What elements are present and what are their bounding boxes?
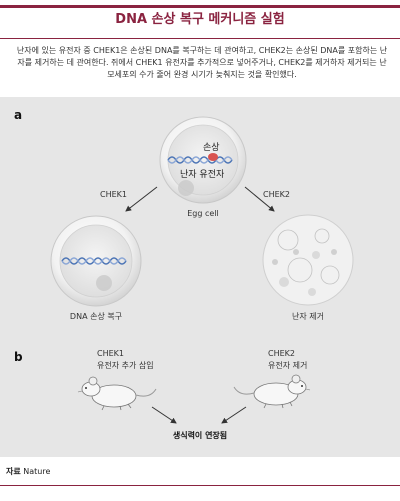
panel-b-letter: b [14, 350, 23, 364]
mouse-right-icon [233, 374, 311, 409]
chek2-arrow-label: CHEK2 [263, 190, 290, 199]
arrow-chek1 [125, 186, 158, 212]
egg-cell-label: Egg cell [187, 209, 219, 218]
gene-label: 난자 유전자 [180, 170, 225, 180]
result-repair-label: DNA 손상 복구 [69, 312, 123, 321]
damage-label: 손상 [203, 143, 220, 153]
panel-a-letter: a [14, 108, 23, 122]
arrow-mouse-right [221, 406, 247, 424]
mouse-left-label-action: 유전자 추가 삽입 [97, 361, 154, 370]
egg-cell [159, 116, 247, 204]
result-eliminate-label: 난자 제거 [292, 312, 324, 321]
repaired-cell [50, 215, 142, 307]
mouse-right-label-action: 유전자 제거 [268, 361, 308, 370]
repaired-dna-strand [61, 257, 127, 265]
source-credit: 자료 Nature [6, 466, 50, 477]
mouse-left-icon [77, 376, 157, 411]
eliminated-cell [262, 214, 354, 306]
bottom-rule [0, 485, 400, 486]
source-name: Nature [23, 467, 51, 476]
arrow-mouse-left [151, 406, 177, 424]
damage-spot-icon [208, 153, 218, 161]
title-bottom-rule [0, 38, 400, 39]
damaged-dna-strand [167, 153, 233, 164]
fertility-result-label: 생식력이 연장됨 [172, 431, 228, 440]
page-title: DNA 손상 복구 메커니즘 실험 [115, 12, 285, 27]
description-text: 난자에 있는 유전자 중 CHEK1은 손상된 DNA를 복구하는 데 관여하고… [16, 46, 388, 79]
source-prefix: 자료 [6, 467, 21, 476]
chek1-arrow-label: CHEK1 [100, 190, 127, 199]
mouse-right-label-gene: CHEK2 [268, 349, 295, 358]
title-top-rule [0, 5, 400, 8]
mouse-left-label-gene: CHEK1 [97, 349, 124, 358]
arrow-chek2 [244, 186, 275, 212]
